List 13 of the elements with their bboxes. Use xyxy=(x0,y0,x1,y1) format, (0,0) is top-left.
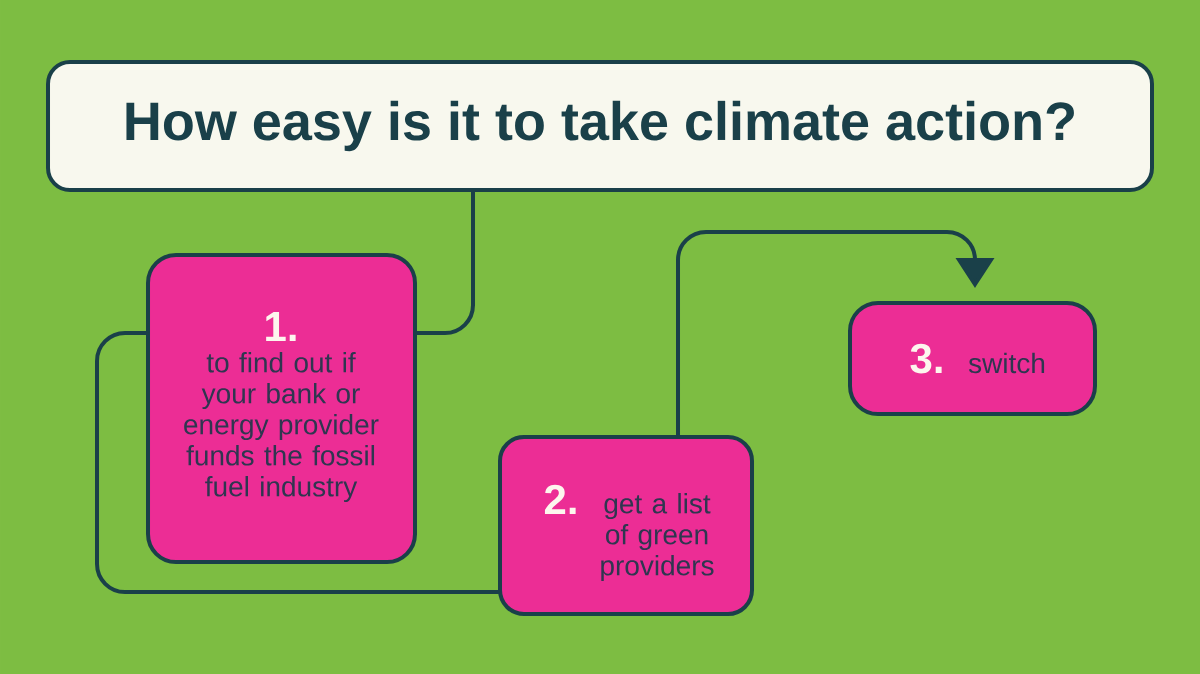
arrow xyxy=(676,230,995,437)
step-text: get a list of green providers xyxy=(601,493,714,582)
title-box: How easy is it to take climate action? xyxy=(46,60,1154,192)
connector-line xyxy=(415,190,475,335)
step-number: 2. xyxy=(544,484,576,514)
step-number: 3. xyxy=(910,343,942,374)
step-number: 1. xyxy=(266,312,296,341)
step-box xyxy=(498,435,754,616)
step-box xyxy=(848,301,1097,416)
step-box xyxy=(146,253,417,564)
connector-line xyxy=(95,331,500,594)
step-text: to find out if your bank or energy provider funds the fossil fuel industry xyxy=(184,352,379,503)
step-text: switch xyxy=(968,352,1045,374)
